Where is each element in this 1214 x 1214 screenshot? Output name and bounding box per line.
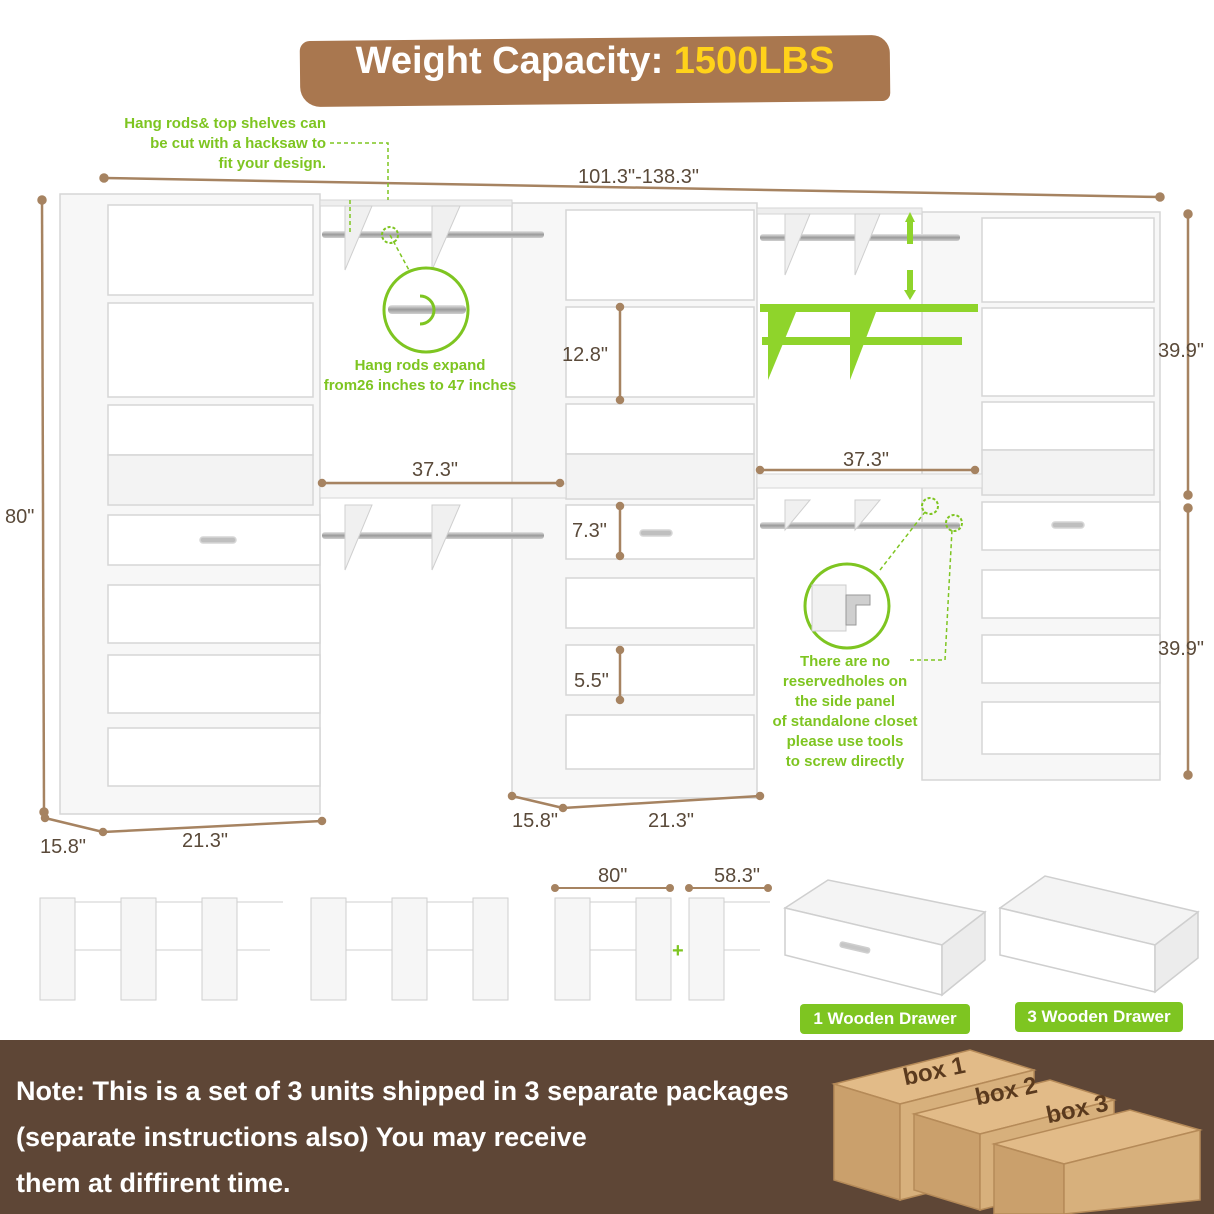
holes-callout-line: reservedholes on xyxy=(782,673,908,690)
height-line xyxy=(37,195,49,817)
weight-capacity-value: 1500LBS xyxy=(673,40,835,82)
left-tower xyxy=(59,193,321,815)
expand-callout-line: from26 inches to 47 inches xyxy=(323,377,517,394)
expand-callout-line: Hang rods expand xyxy=(354,357,486,374)
shipping-boxes xyxy=(831,1049,1203,1214)
config-dim-lines xyxy=(551,884,772,892)
width-middle-label: 21.3" xyxy=(648,810,695,832)
holes-callout-line: of standalone closet xyxy=(772,713,918,730)
rod-span-lines xyxy=(317,465,980,488)
total-width-line xyxy=(99,173,1165,202)
holes-callout-line: please use tools xyxy=(786,733,904,750)
depth-left-label: 15.8" xyxy=(40,836,87,858)
rod-expand-zoom xyxy=(381,226,470,354)
middle-tower xyxy=(511,202,758,799)
side-panel-zoom xyxy=(803,497,963,661)
holes-callout-line: the side panel xyxy=(794,693,896,710)
drawer-illustration-three xyxy=(998,875,1200,994)
note-line: Note: This is a set of 3 units shipped i… xyxy=(16,1076,789,1106)
middle-small-dims xyxy=(615,302,625,705)
depth-middle-label: 15.8" xyxy=(512,810,559,832)
drawer-gap-label: 5.5" xyxy=(574,670,609,692)
shelf-gap-label: 12.8" xyxy=(562,344,609,366)
total-width-label: 101.3"-138.3" xyxy=(578,166,699,188)
cut-callout-line: Hang rods& top shelves can xyxy=(124,115,326,132)
adjust-rod-highlight xyxy=(760,212,978,380)
config-thumbnails xyxy=(39,897,770,1001)
cut-callout-leader xyxy=(330,142,389,232)
upper-height-label: 39.9" xyxy=(1158,340,1205,362)
page-title: Weight Capacity: 1500LBS xyxy=(300,40,890,100)
lower-height-label: 39.9" xyxy=(1158,638,1205,660)
width-left-label: 21.3" xyxy=(182,830,229,852)
title-prefix: Weight Capacity: xyxy=(355,40,674,82)
height-label: 80" xyxy=(5,506,35,528)
config-a-label: 80" xyxy=(598,865,628,887)
closet-diagram: + xyxy=(37,142,1200,1001)
cut-callout-line: fit your design. xyxy=(218,155,326,172)
right-tower xyxy=(921,211,1161,781)
drawer-badge-one: 1 Wooden Drawer xyxy=(800,1004,970,1034)
cut-callout: Hang rods& top shelves can be cut with a… xyxy=(80,114,326,174)
drawer-illustration-one xyxy=(783,879,987,997)
shipping-note: Note: This is a set of 3 units shipped i… xyxy=(16,1068,836,1206)
config-b-label: 58.3" xyxy=(714,865,761,887)
holes-callout-line: to screw directly xyxy=(785,753,905,770)
note-line: them at diffirent time. xyxy=(16,1168,291,1198)
cut-callout-line: be cut with a hacksaw to xyxy=(150,135,326,152)
bottom-dims xyxy=(40,791,765,837)
rod-span-right-label: 37.3" xyxy=(843,449,890,471)
rod-sections xyxy=(319,199,983,571)
expand-callout: Hang rods expand from26 inches to 47 inc… xyxy=(300,356,540,396)
holes-callout: There are no reservedholes on the side p… xyxy=(758,652,932,772)
plus-icon: + xyxy=(672,940,684,962)
drawer-top-label: 7.3" xyxy=(572,520,607,542)
note-line: (separate instructions also) You may rec… xyxy=(16,1122,587,1152)
drawer-badge-three: 3 Wooden Drawer xyxy=(1015,1002,1183,1032)
right-height-lines xyxy=(1183,209,1193,780)
holes-callout-line: There are no xyxy=(799,653,891,670)
rod-span-left-label: 37.3" xyxy=(412,459,459,481)
